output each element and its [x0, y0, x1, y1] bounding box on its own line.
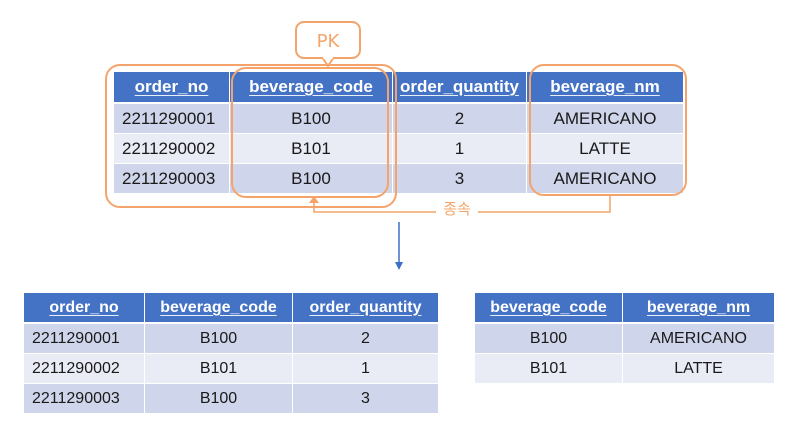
cell-order-quantity: 1: [392, 133, 527, 164]
cell-order-quantity: 2: [392, 103, 527, 134]
cell-order-quantity: 1: [292, 353, 438, 384]
cell-order-quantity: 2: [292, 323, 438, 354]
header-beverage-nm: beverage_nm: [526, 72, 683, 104]
header-beverage-code: beverage_code: [475, 293, 623, 324]
table-row: 2211290003 B100 3: [24, 383, 438, 414]
original-table: order_no beverage_code order_quantity be…: [114, 72, 683, 194]
pk-label: PK: [317, 31, 341, 52]
header-order-no: order_no: [114, 72, 230, 104]
cell-beverage-code: B101: [229, 133, 393, 164]
cell-order-no: 2211290003: [24, 383, 145, 414]
cell-order-no: 2211290002: [114, 133, 230, 164]
beverage-table: beverage_code beverage_nm B100 AMERICANO…: [475, 293, 774, 384]
table-row: B101 LATTE: [475, 353, 774, 384]
cell-order-quantity: 3: [292, 383, 438, 414]
cell-beverage-nm: AMERICANO: [526, 103, 683, 134]
cell-beverage-code: B100: [475, 323, 623, 354]
table-row: 2211290001 B100 2 AMERICANO: [114, 103, 683, 134]
cell-order-no: 2211290003: [114, 163, 230, 194]
header-beverage-code: beverage_code: [144, 293, 293, 324]
table-header-row: order_no beverage_code order_quantity be…: [114, 72, 683, 104]
pk-callout-box: [295, 21, 361, 59]
cell-beverage-nm: LATTE: [622, 353, 774, 384]
cell-beverage-nm: AMERICANO: [622, 323, 774, 354]
cell-beverage-nm: AMERICANO: [526, 163, 683, 194]
cell-beverage-code: B101: [475, 353, 623, 384]
cell-beverage-code: B100: [144, 383, 293, 414]
header-beverage-nm: beverage_nm: [622, 293, 774, 324]
header-order-quantity: order_quantity: [292, 293, 438, 324]
cell-order-no: 2211290001: [114, 103, 230, 134]
cell-beverage-code: B101: [144, 353, 293, 384]
cell-beverage-code: B100: [144, 323, 293, 354]
table-header-row: beverage_code beverage_nm: [475, 293, 774, 324]
table-row: 2211290002 B101 1: [24, 353, 438, 384]
table-header-row: order_no beverage_code order_quantity: [24, 293, 438, 324]
header-order-no: order_no: [24, 293, 145, 324]
header-order-quantity: order_quantity: [392, 72, 527, 104]
table-row: 2211290003 B100 3 AMERICANO: [114, 163, 683, 194]
cell-beverage-code: B100: [229, 163, 393, 194]
cell-beverage-code: B100: [229, 103, 393, 134]
cell-order-quantity: 3: [392, 163, 527, 194]
down-arrow-icon: [395, 262, 403, 270]
dependency-label-bg: [436, 200, 478, 218]
dependency-label: 종속: [443, 200, 471, 218]
orders-table: order_no beverage_code order_quantity 22…: [24, 293, 438, 414]
table-row: B100 AMERICANO: [475, 323, 774, 354]
cell-order-no: 2211290002: [24, 353, 145, 384]
header-beverage-code: beverage_code: [229, 72, 393, 104]
pk-callout-pointer: [321, 56, 335, 67]
table-row: 2211290002 B101 1 LATTE: [114, 133, 683, 164]
table-row: 2211290001 B100 2: [24, 323, 438, 354]
pk-callout: PK: [295, 21, 361, 67]
dependency-connector: [313, 196, 611, 213]
cell-order-no: 2211290001: [24, 323, 145, 354]
cell-beverage-nm: LATTE: [526, 133, 683, 164]
dependency-arrowhead: [309, 196, 319, 203]
